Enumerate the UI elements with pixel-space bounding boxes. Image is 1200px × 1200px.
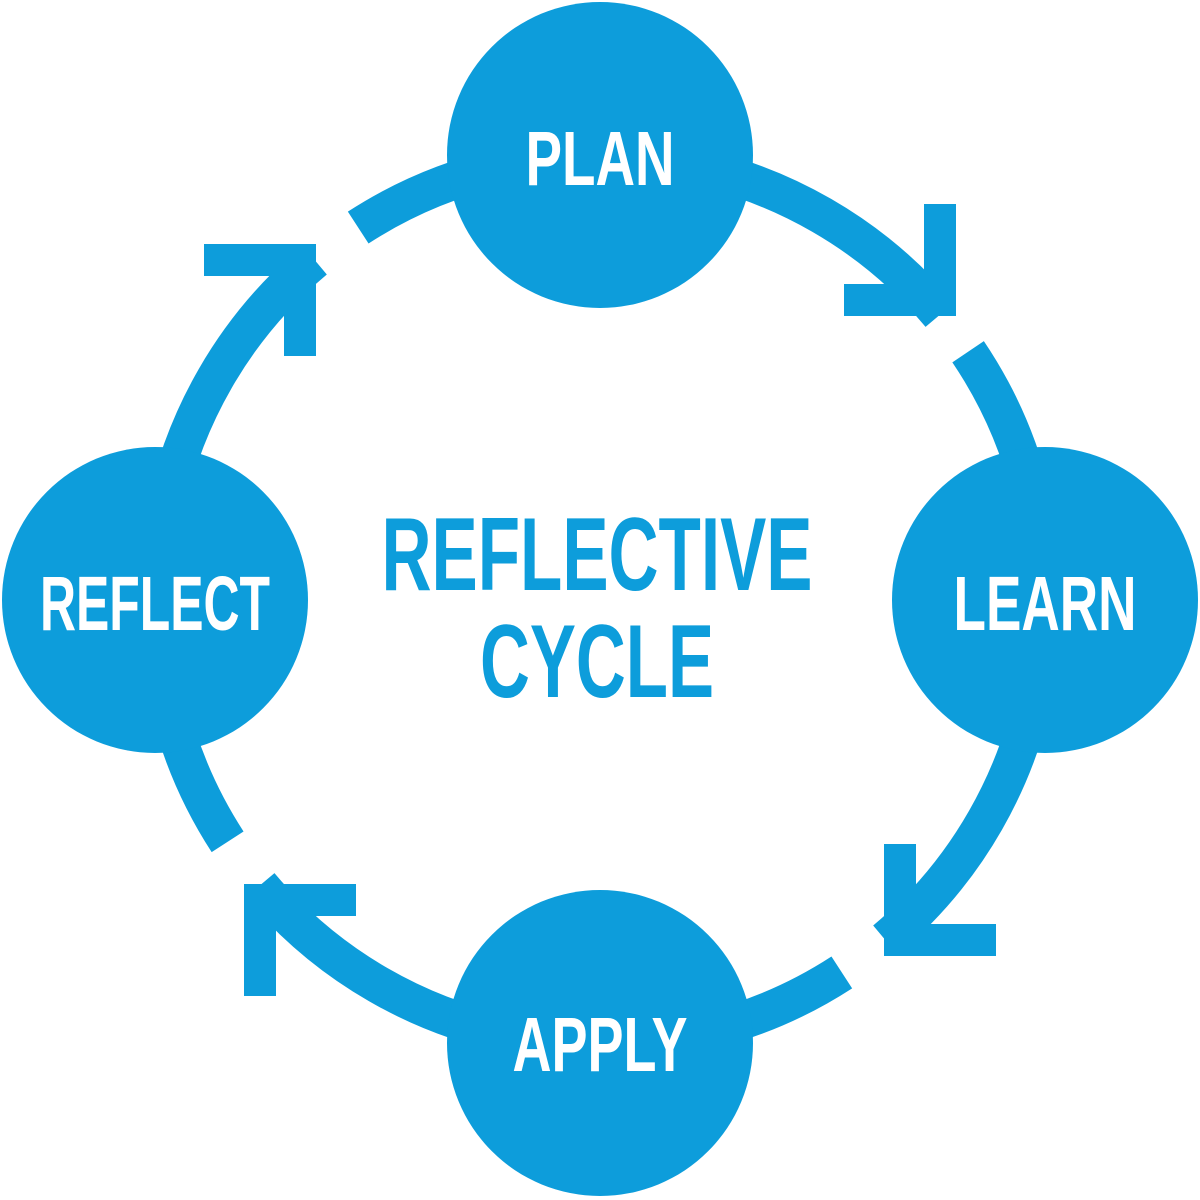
node-learn: LEARN: [892, 447, 1198, 753]
diagram-title-line1: REFLECTIVE: [382, 497, 813, 613]
diagram-title: REFLECTIVE CYCLE: [382, 497, 813, 720]
node-reflect-circle: [2, 447, 308, 753]
node-reflect-label: REFLECT: [40, 561, 270, 647]
diagram-title-line2: CYCLE: [480, 604, 714, 720]
node-apply-circle: [447, 890, 753, 1196]
node-plan: PLAN: [447, 2, 753, 308]
node-apply: APPLY: [447, 890, 753, 1196]
node-plan-label: PLAN: [526, 116, 675, 202]
node-apply-label: APPLY: [513, 1002, 688, 1088]
node-learn-circle: [892, 447, 1198, 753]
node-learn-label: LEARN: [954, 561, 1137, 647]
node-reflect: REFLECT: [2, 447, 308, 753]
node-plan-circle: [447, 2, 753, 308]
